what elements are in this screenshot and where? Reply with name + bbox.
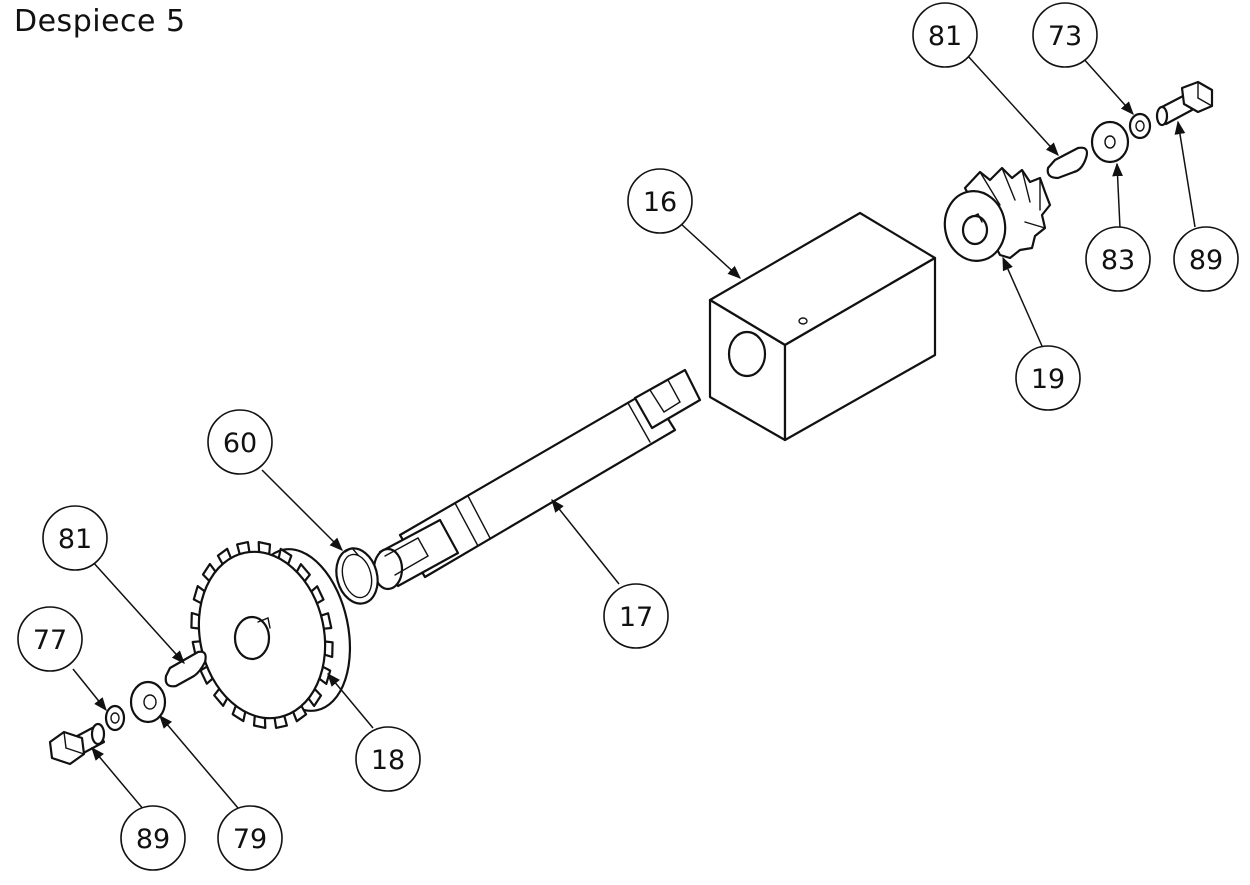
- balloon-77: 77: [17, 606, 83, 672]
- balloon-label: 17: [619, 602, 653, 633]
- leader-81-bot: [91, 560, 185, 665]
- leader-16: [679, 222, 741, 279]
- balloon-label: 16: [643, 187, 677, 218]
- balloon-81-bottom: 81: [42, 505, 108, 571]
- balloon-label: 81: [58, 524, 92, 555]
- part-19-bevel-gear: [943, 166, 1052, 262]
- drawing-title: Despiece 5: [14, 4, 186, 39]
- balloon-label: 77: [33, 625, 67, 656]
- balloon-89-bottom: 89: [120, 805, 186, 871]
- part-17-shaft: [372, 368, 702, 591]
- leader-lines: [72, 54, 1196, 811]
- leader-17: [551, 498, 620, 585]
- leader-18: [327, 672, 374, 729]
- part-83-washer: [1090, 120, 1130, 164]
- balloon-18: 18: [355, 726, 421, 792]
- balloon-81-top: 81: [912, 2, 978, 68]
- balloon-label: 89: [136, 824, 170, 855]
- balloon-label: 83: [1101, 245, 1135, 276]
- part-89-bolt-bottom: [48, 722, 106, 766]
- leader-79: [159, 714, 239, 809]
- part-16-housing-block: [708, 211, 937, 442]
- balloon-label: 81: [928, 21, 962, 52]
- balloon-17: 17: [603, 583, 669, 649]
- balloon-label: 89: [1189, 245, 1223, 276]
- part-73-lock-washer: [1128, 112, 1152, 140]
- part-81-key-top: [1046, 146, 1089, 180]
- leader-60: [261, 469, 343, 551]
- balloon-60: 60: [207, 409, 273, 475]
- part-60-retaining-ring: [335, 547, 379, 605]
- leader-89-bot: [91, 746, 145, 811]
- part-79-washer: [129, 680, 167, 724]
- leader-77: [72, 668, 107, 712]
- leader-73: [1081, 56, 1134, 116]
- balloon-label: 60: [223, 428, 257, 459]
- balloon-79: 79: [217, 805, 283, 871]
- leader-19: [1002, 256, 1043, 347]
- balloon-label: 18: [371, 745, 405, 776]
- part-89-bolt-top: [1155, 80, 1214, 127]
- leader-89-top: [1174, 120, 1196, 228]
- leader-81-top: [966, 54, 1059, 156]
- balloon-89-top: 89: [1173, 226, 1239, 292]
- leader-83: [1112, 162, 1123, 229]
- balloon-label: 19: [1031, 364, 1065, 395]
- part-81-key-bottom: [164, 650, 207, 688]
- part-18-sprocket: [190, 540, 352, 730]
- balloon-label: 79: [233, 824, 267, 855]
- balloon-16: 16: [627, 168, 693, 234]
- balloon-label: 73: [1048, 21, 1082, 52]
- balloon-83: 83: [1085, 226, 1151, 292]
- part-77-lock-washer: [104, 704, 126, 732]
- balloon-19: 19: [1015, 345, 1081, 411]
- balloon-73: 73: [1032, 2, 1098, 68]
